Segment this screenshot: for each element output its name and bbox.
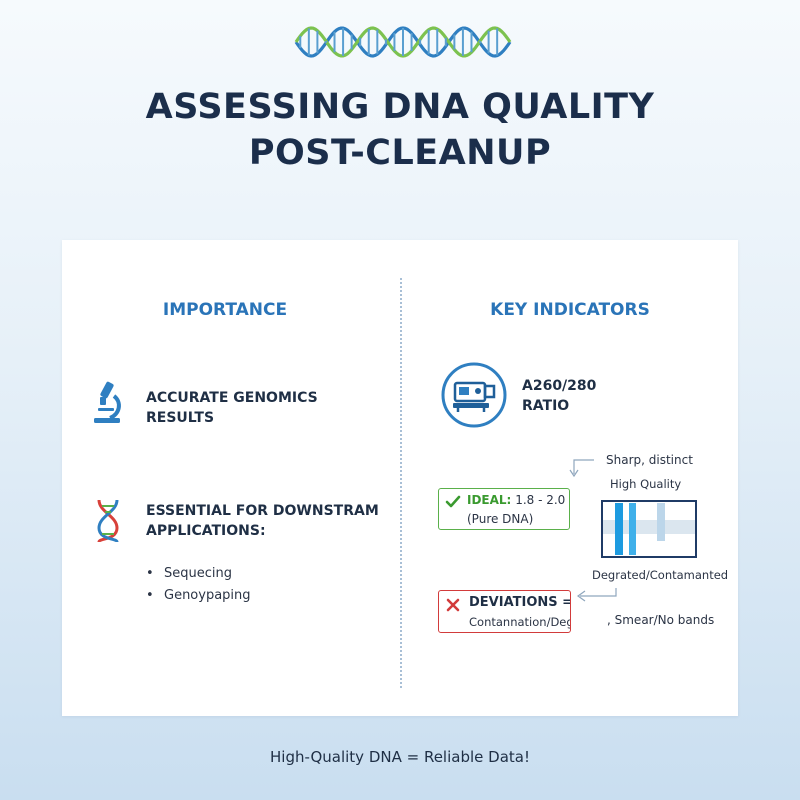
- list-item: •Genoypaping: [146, 588, 251, 603]
- importance-heading: IMPORTANCE: [162, 300, 288, 320]
- title-line-2: POST-CLEANUP: [248, 133, 552, 173]
- footer-tagline: High-Quality DNA = Reliable Data!: [270, 748, 530, 766]
- bullet-sequencing: Sequecing: [164, 566, 232, 581]
- ideal-ratio-box: IDEAL: 1.8 - 2.0 (Pure DNA): [438, 488, 570, 530]
- essential-line-2: APPLICATIONS:: [146, 523, 266, 539]
- page-title: ASSESSING DNA QUALITY POST-CLEANUP: [0, 84, 800, 176]
- ratio-line-2: RATIO: [522, 398, 570, 414]
- pure-dna-note: (Pure DNA): [467, 512, 534, 526]
- spectrophotometer-icon: [441, 362, 507, 428]
- checkmark-icon: [445, 495, 461, 508]
- ideal-range: 1.8 - 2.0: [515, 493, 566, 507]
- ideal-label: IDEAL:: [467, 493, 512, 507]
- arrow-icon: [569, 459, 594, 478]
- sharp-distinct-label: Sharp, distinct: [606, 453, 693, 467]
- applications-list: •Sequecing •Genoypaping: [146, 563, 251, 607]
- deviations-detail: Contannation/Degration: [469, 615, 571, 629]
- deviations-box: DEVIATIONS = Contannation/Degration: [438, 590, 571, 633]
- gel-electrophoresis-image: [601, 500, 697, 558]
- essential-line-1: ESSENTIAL FOR DOWNSTRAM: [146, 503, 379, 519]
- accurate-genomics-label: ACCURATE GENOMICS RESULTS: [146, 388, 376, 428]
- arrow-icon: [576, 588, 617, 602]
- column-divider: [400, 278, 402, 688]
- dna-helix-icon: [294, 26, 512, 58]
- accurate-genomics-line-1: ACCURATE GENOMICS: [146, 390, 318, 406]
- ratio-label: A260/280 RATIO: [522, 376, 622, 416]
- list-item: •Sequecing: [146, 566, 232, 581]
- smear-label: , Smear/No bands: [607, 613, 715, 627]
- microscope-icon: [94, 381, 121, 423]
- ideal-value-text: IDEAL: 1.8 - 2.0: [467, 493, 565, 507]
- high-quality-label: High Quality: [610, 477, 682, 491]
- title-line-1: ASSESSING DNA QUALITY: [145, 87, 655, 127]
- x-mark-icon: [446, 598, 460, 612]
- degraded-label: Degrated/Contamanted: [592, 568, 729, 582]
- deviations-title: DEVIATIONS =: [469, 595, 571, 610]
- ratio-line-1: A260/280: [522, 378, 597, 394]
- dna-icon: [97, 499, 119, 542]
- key-indicators-heading: KEY INDICATORS: [490, 300, 650, 320]
- bullet-genotyping: Genoypaping: [164, 588, 251, 603]
- accurate-genomics-line-2: RESULTS: [146, 410, 215, 426]
- essential-downstream-label: ESSENTIAL FOR DOWNSTRAM APPLICATIONS:: [146, 501, 386, 541]
